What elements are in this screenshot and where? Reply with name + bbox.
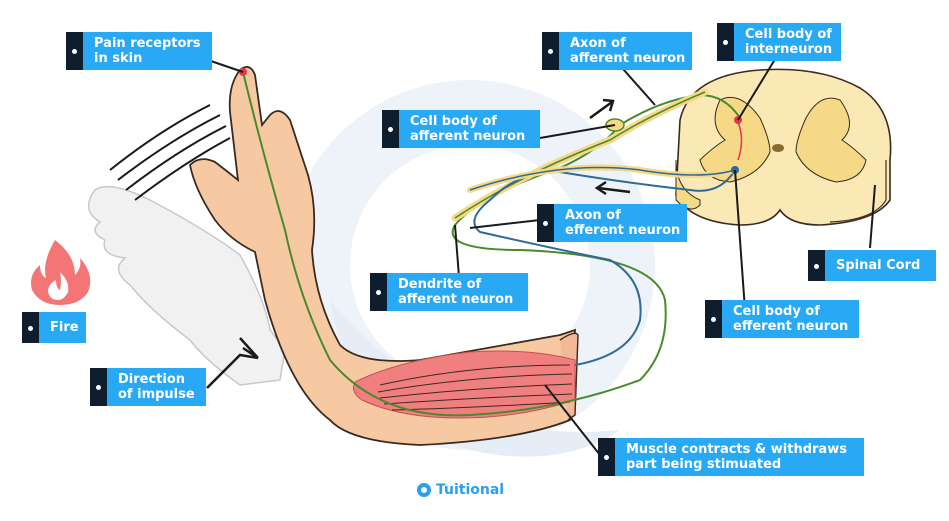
label-spinal-cord: Spinal Cord bbox=[808, 250, 936, 281]
label-axon-afferent: Axon of afferent neuron bbox=[542, 32, 692, 70]
direction-arrows bbox=[206, 98, 631, 389]
brand-logo-icon bbox=[417, 483, 431, 497]
label-muscle-contracts: Muscle contracts & withdraws part being … bbox=[598, 438, 864, 476]
label-pain-receptors: Pain receptors in skin bbox=[66, 32, 212, 70]
spinal-cord bbox=[675, 68, 892, 226]
arm bbox=[189, 66, 579, 446]
label-fire: Fire bbox=[22, 312, 86, 343]
brand-name: Tuitional bbox=[436, 482, 505, 498]
fire-icon bbox=[31, 240, 91, 305]
direction-arrow-icon bbox=[589, 98, 615, 120]
label-direction-of-impulse: Direction of impulse bbox=[90, 368, 206, 406]
motion-lines bbox=[109, 104, 231, 201]
label-cell-body-efferent: Cell body of efferent neuron bbox=[705, 300, 859, 338]
label-dendrite-afferent: Dendrite of afferent neuron bbox=[370, 273, 528, 311]
afferent-nerve bbox=[239, 68, 741, 417]
brand-logo: Tuitional bbox=[417, 482, 504, 498]
efferent-nerve bbox=[467, 116, 743, 366]
label-axon-efferent: Axon of efferent neuron bbox=[537, 204, 687, 242]
ghost-hand bbox=[87, 185, 286, 386]
label-cell-body-interneuron: Cell body of interneuron bbox=[717, 23, 841, 61]
leader-lines bbox=[201, 51, 876, 456]
direction-arrow-icon bbox=[594, 180, 631, 196]
label-cell-body-afferent: Cell body of afferent neuron bbox=[382, 110, 540, 148]
direction-arrow-icon bbox=[206, 337, 259, 389]
